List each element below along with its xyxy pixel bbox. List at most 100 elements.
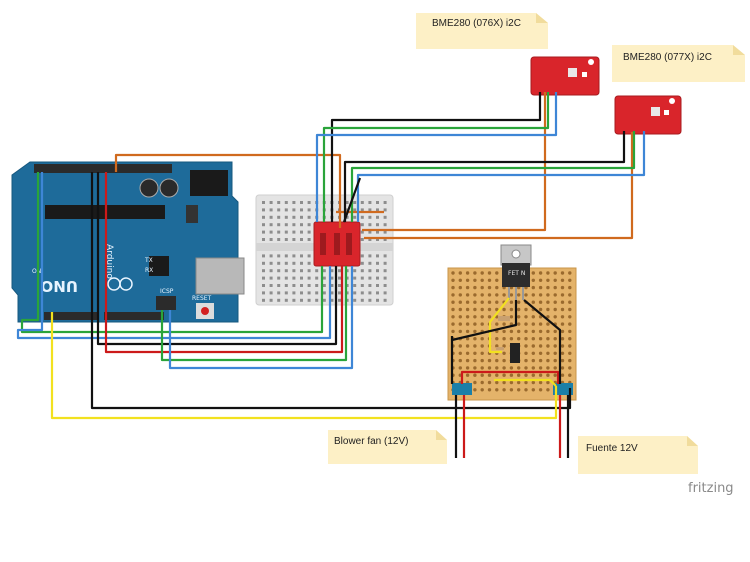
arduino-power-header [44, 312, 98, 320]
breadboard-hole [277, 223, 281, 227]
breadboard-hole [376, 261, 379, 265]
breadboard-hole [383, 254, 387, 258]
breadboard-hole [383, 223, 387, 227]
breadboard-hole [269, 215, 273, 219]
perfboard-hole [495, 388, 499, 392]
breadboard-hole [262, 269, 265, 273]
breadboard-hole [307, 291, 311, 295]
perfboard-hole [509, 329, 514, 334]
perfboard-hole [480, 307, 484, 312]
perfboard-hole [560, 293, 565, 297]
breadboard-hole [307, 276, 311, 280]
perfboard-hole [465, 358, 470, 363]
perfboard-hole [458, 329, 462, 334]
perfboard-hole [458, 358, 462, 363]
breadboard-hole [345, 215, 349, 219]
perfboard-hole [473, 278, 477, 282]
terminal-block-blower [452, 383, 472, 395]
perfboard-hole [480, 344, 484, 348]
breadboard-hole [300, 284, 303, 287]
breadboard-hole [300, 291, 303, 295]
perfboard-hole [458, 315, 462, 319]
perfboard-hole [531, 351, 535, 355]
breadboard-hole [376, 223, 379, 227]
perfboard-hole [480, 373, 484, 377]
breadboard-hole [360, 269, 364, 273]
wire-black-gnd [90, 172, 572, 410]
breadboard-hole [277, 284, 281, 287]
breadboard-hole [360, 201, 364, 204]
breadboard-hole [277, 261, 281, 265]
breadboard-hole [262, 223, 265, 227]
perfboard-hole [458, 366, 462, 370]
perfboard-hole [487, 278, 492, 282]
icsp-header [156, 296, 176, 310]
breadboard-hole [300, 269, 303, 273]
breadboard-hole [292, 223, 296, 227]
breadboard-hole [338, 298, 341, 302]
breadboard-hole [262, 284, 265, 287]
perfboard-hole [487, 380, 492, 385]
resistor [498, 316, 510, 321]
perfboard-hole [487, 358, 492, 363]
wire-yellow-signal [50, 312, 558, 420]
arduino-brand-text: Arduino [104, 244, 114, 279]
wire-black-diag [342, 177, 362, 223]
tx-label: TX [144, 257, 153, 264]
perfboard-hole [531, 278, 535, 282]
perfboard-hole [480, 271, 484, 275]
breadboard-hole [269, 284, 273, 287]
breadboard-hole [353, 201, 357, 204]
wire-black-perf2 [451, 300, 518, 342]
perfboard-hole [480, 337, 484, 341]
perfboard-hole [546, 300, 550, 304]
breadboard-hole [315, 284, 319, 287]
perfboard-hole [495, 285, 499, 290]
breadboard-hole [360, 238, 364, 241]
perfboard-hole [502, 293, 506, 297]
breadboard-hole [307, 269, 311, 273]
perfboard-hole [531, 366, 535, 370]
perfboard-hole [546, 271, 550, 275]
perfboard-hole [458, 300, 462, 304]
wire-red-arduino [104, 172, 344, 354]
perfboard-hole [473, 351, 477, 355]
breadboard-hole [284, 261, 288, 265]
perfboard-hole [495, 380, 499, 385]
perfboard-hole [546, 373, 550, 377]
perfboard-hole [560, 271, 565, 275]
breadboard-hole [376, 208, 379, 212]
perfboard-hole [553, 271, 557, 275]
perfboard-hole [473, 337, 477, 341]
perfboard-hole [538, 300, 543, 304]
breadboard-hole [262, 208, 265, 212]
breadboard-hole [376, 215, 379, 219]
breadboard-hole [368, 208, 372, 212]
breadboard-hole [376, 269, 379, 273]
breadboard-hole [292, 298, 296, 302]
breadboard-hole [307, 230, 311, 234]
wire-green-arduino [20, 172, 324, 334]
perfboard-hole [487, 315, 492, 319]
perfboard-hole [546, 351, 550, 355]
breadboard-hole [277, 254, 281, 258]
perfboard-hole [531, 285, 535, 290]
breadboard-hole [307, 223, 311, 227]
perfboard-hole [560, 344, 565, 348]
breadboard-hole [345, 291, 349, 295]
perfboard-hole [531, 293, 535, 297]
breadboard-hole [368, 269, 372, 273]
perfboard-hole [517, 322, 521, 326]
uno-logo-text: UNO [41, 277, 79, 295]
breadboard-hole [284, 208, 288, 212]
breadboard-hole [284, 201, 288, 204]
perfboard-hole [495, 278, 499, 282]
perfboard-hole [560, 285, 565, 290]
breadboard-hole [300, 215, 303, 219]
breadboard-hole [376, 201, 379, 204]
perfboard-hole [495, 271, 499, 275]
perfboard-hole [568, 278, 572, 282]
perfboard-hole [553, 307, 557, 312]
perfboard-hole [553, 285, 557, 290]
perfboard-hole [502, 351, 506, 355]
